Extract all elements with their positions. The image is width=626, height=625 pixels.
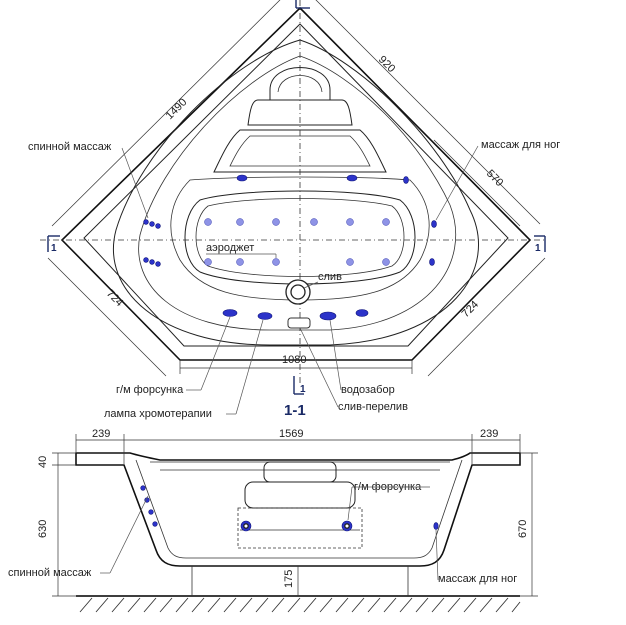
- section-inner: [135, 459, 463, 559]
- dim-630: 630: [37, 520, 49, 538]
- dim-40: 40: [37, 456, 49, 468]
- headrest-side: [263, 461, 337, 483]
- dim-724-right: 724: [460, 299, 481, 320]
- dim-239-left: 239: [92, 428, 110, 440]
- dimension-lines-top: [47, 0, 546, 377]
- backrest-side: [244, 481, 356, 509]
- footwell: [184, 190, 416, 285]
- label-leg-massage-top: массаж для ног: [481, 139, 560, 151]
- drain: [285, 279, 311, 305]
- label-drain-overflow: слив-перелив: [338, 401, 408, 413]
- label-drain: слив: [318, 271, 342, 283]
- leg-jets-top: [403, 176, 437, 266]
- section-marker-top: [295, 0, 310, 9]
- footwell-inner: [195, 198, 405, 277]
- overflow-unit: [287, 317, 311, 329]
- section-title: 1-1: [284, 402, 306, 419]
- dim-670: 670: [517, 520, 529, 538]
- label-spinal-massage-top: спинной массаж: [28, 141, 112, 153]
- section-outline: [75, 452, 521, 567]
- backrest-lower-inner: [229, 135, 371, 167]
- label-water-intake: водозабор: [341, 384, 395, 396]
- seat-side: [237, 507, 363, 549]
- top-view: 1 1 1 1490 920 570 724 724 1080: [28, 0, 560, 420]
- section-marker-left: 1: [47, 235, 60, 254]
- seat-jet-group: [236, 174, 358, 182]
- bottom-nozzles: [222, 309, 369, 329]
- dim-724-left: 724: [104, 288, 125, 309]
- section-marker-left-label: 1: [51, 243, 57, 254]
- section-marker-bottom: 1: [293, 376, 306, 395]
- inner-rim: [83, 23, 509, 347]
- dim-239-right: 239: [480, 428, 498, 440]
- section-view: 239 1569 239 40 630 670 175 г/м форсунка…: [8, 428, 538, 613]
- label-spinal-massage-side: спинной массаж: [8, 567, 92, 579]
- basin-inner: [138, 55, 457, 331]
- dimension-lines-section: [52, 434, 538, 597]
- label-hm-nozzle-top: г/м форсунка: [116, 384, 184, 396]
- label-chromo-lamp: лампа хромотерапии: [104, 408, 212, 420]
- dim-1080: 1080: [282, 354, 306, 366]
- basin-outline: [113, 39, 479, 346]
- outer-rim: [60, 6, 532, 361]
- section-marker-right-label: 1: [535, 243, 541, 254]
- floor-hatch: [79, 597, 521, 613]
- backrest-upper: [247, 99, 353, 126]
- section-marker-bottom-label: 1: [300, 384, 306, 395]
- headrest: [269, 67, 331, 101]
- dim-1569: 1569: [279, 428, 303, 440]
- headrest-inner: [277, 75, 323, 93]
- label-aerojet: аэроджет: [206, 242, 254, 254]
- label-leg-massage-side: массаж для ног: [438, 573, 517, 585]
- aerojet-group: [204, 218, 390, 266]
- spinal-jets-top: [143, 219, 161, 267]
- dim-175: 175: [283, 570, 295, 588]
- side-jets: [140, 485, 439, 532]
- dim-920: 920: [376, 54, 397, 75]
- section-marker-right: 1: [534, 235, 546, 254]
- backrest-lower: [213, 129, 387, 173]
